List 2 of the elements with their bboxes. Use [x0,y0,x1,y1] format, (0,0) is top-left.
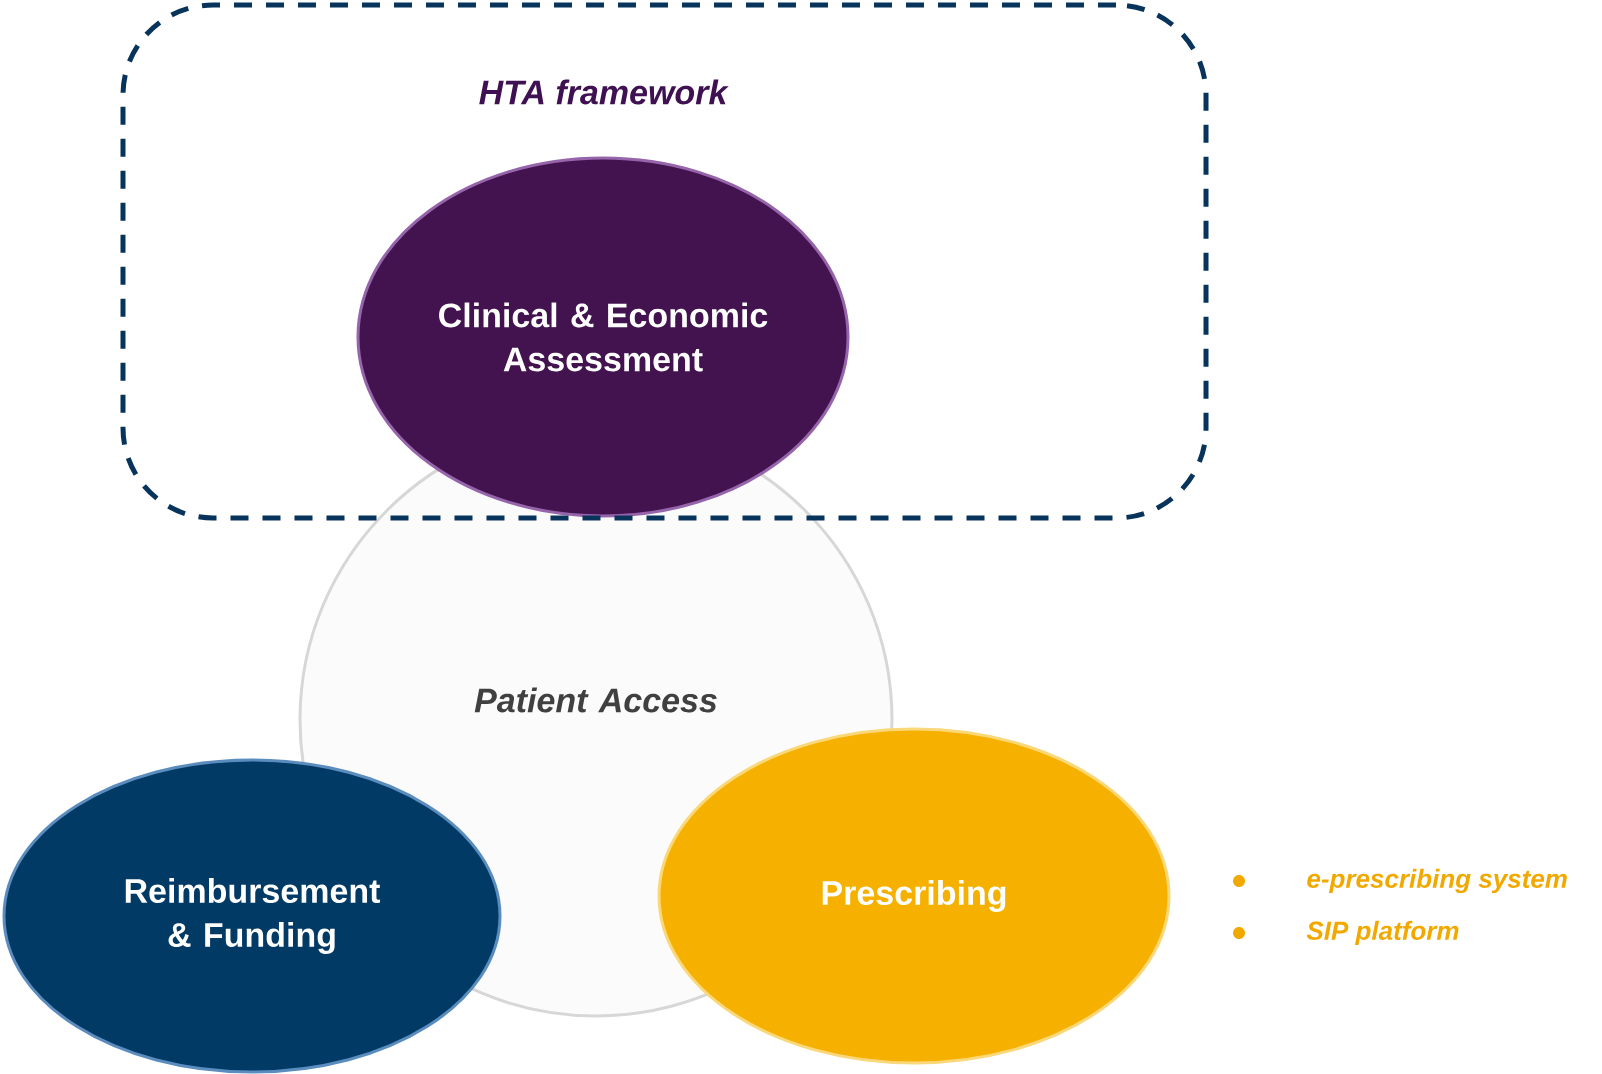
bullet-item: e-prescribing system [1233,868,1567,894]
bullet-item: SIP platform [1233,920,1459,946]
